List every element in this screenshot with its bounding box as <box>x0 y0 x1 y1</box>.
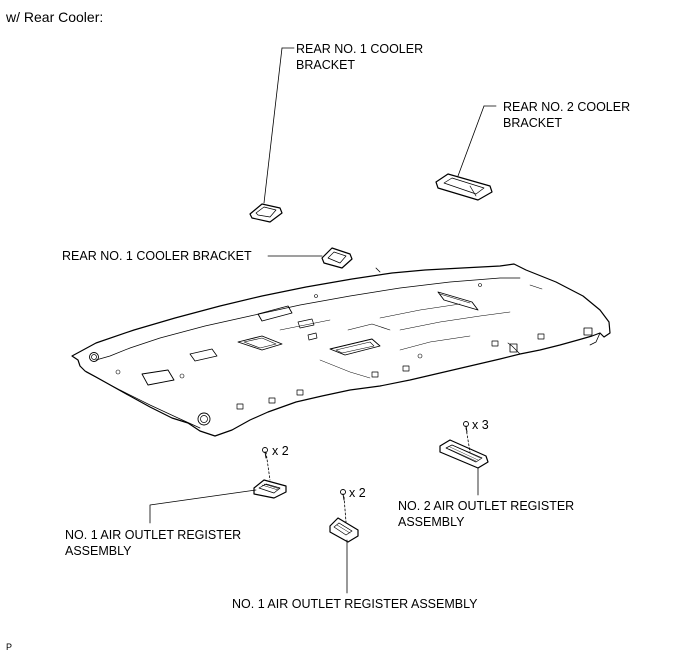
footer-code: P <box>6 642 13 652</box>
label-line: REAR NO. 1 COOLER <box>296 42 424 56</box>
air-outlet-register-right <box>439 421 489 496</box>
label-line: ASSEMBLY <box>65 544 132 558</box>
label-rear-no1-cooler-bracket-mid: REAR NO. 1 COOLER BRACKET <box>62 249 252 263</box>
clip-count-left: x 2 <box>272 444 289 458</box>
label-line: REAR NO. 2 COOLER <box>503 100 631 114</box>
label-line: NO. 1 AIR OUTLET REGISTER <box>65 528 242 542</box>
clip-count-center: x 2 <box>349 486 366 500</box>
rear-no1-cooler-bracket-mid <box>267 247 381 273</box>
rear-no1-cooler-bracket-top <box>249 47 295 223</box>
air-outlet-register-left <box>149 447 287 524</box>
diagram-heading: w/ Rear Cooler: <box>6 9 104 25</box>
label-rear-no2-cooler-bracket: REAR NO. 2 COOLER BRACKET <box>503 99 630 131</box>
air-outlet-register-bottom <box>329 489 359 594</box>
label-air-outlet-register-right: NO. 2 AIR OUTLET REGISTER ASSEMBLY <box>398 498 574 530</box>
label-rear-no1-cooler-bracket-top: REAR NO. 1 COOLER BRACKET <box>296 41 423 73</box>
label-line: ASSEMBLY <box>398 515 465 529</box>
rear-no2-cooler-bracket <box>435 105 497 201</box>
label-air-outlet-register-bottom: NO. 1 AIR OUTLET REGISTER ASSEMBLY <box>232 597 478 611</box>
label-line: BRACKET <box>296 58 356 72</box>
label-line: NO. 2 AIR OUTLET REGISTER <box>398 499 575 513</box>
label-air-outlet-register-left: NO. 1 AIR OUTLET REGISTER ASSEMBLY <box>65 527 241 559</box>
roof-headliner <box>71 263 611 437</box>
label-line: BRACKET <box>503 116 563 130</box>
clip-count-right: x 3 <box>472 418 489 432</box>
